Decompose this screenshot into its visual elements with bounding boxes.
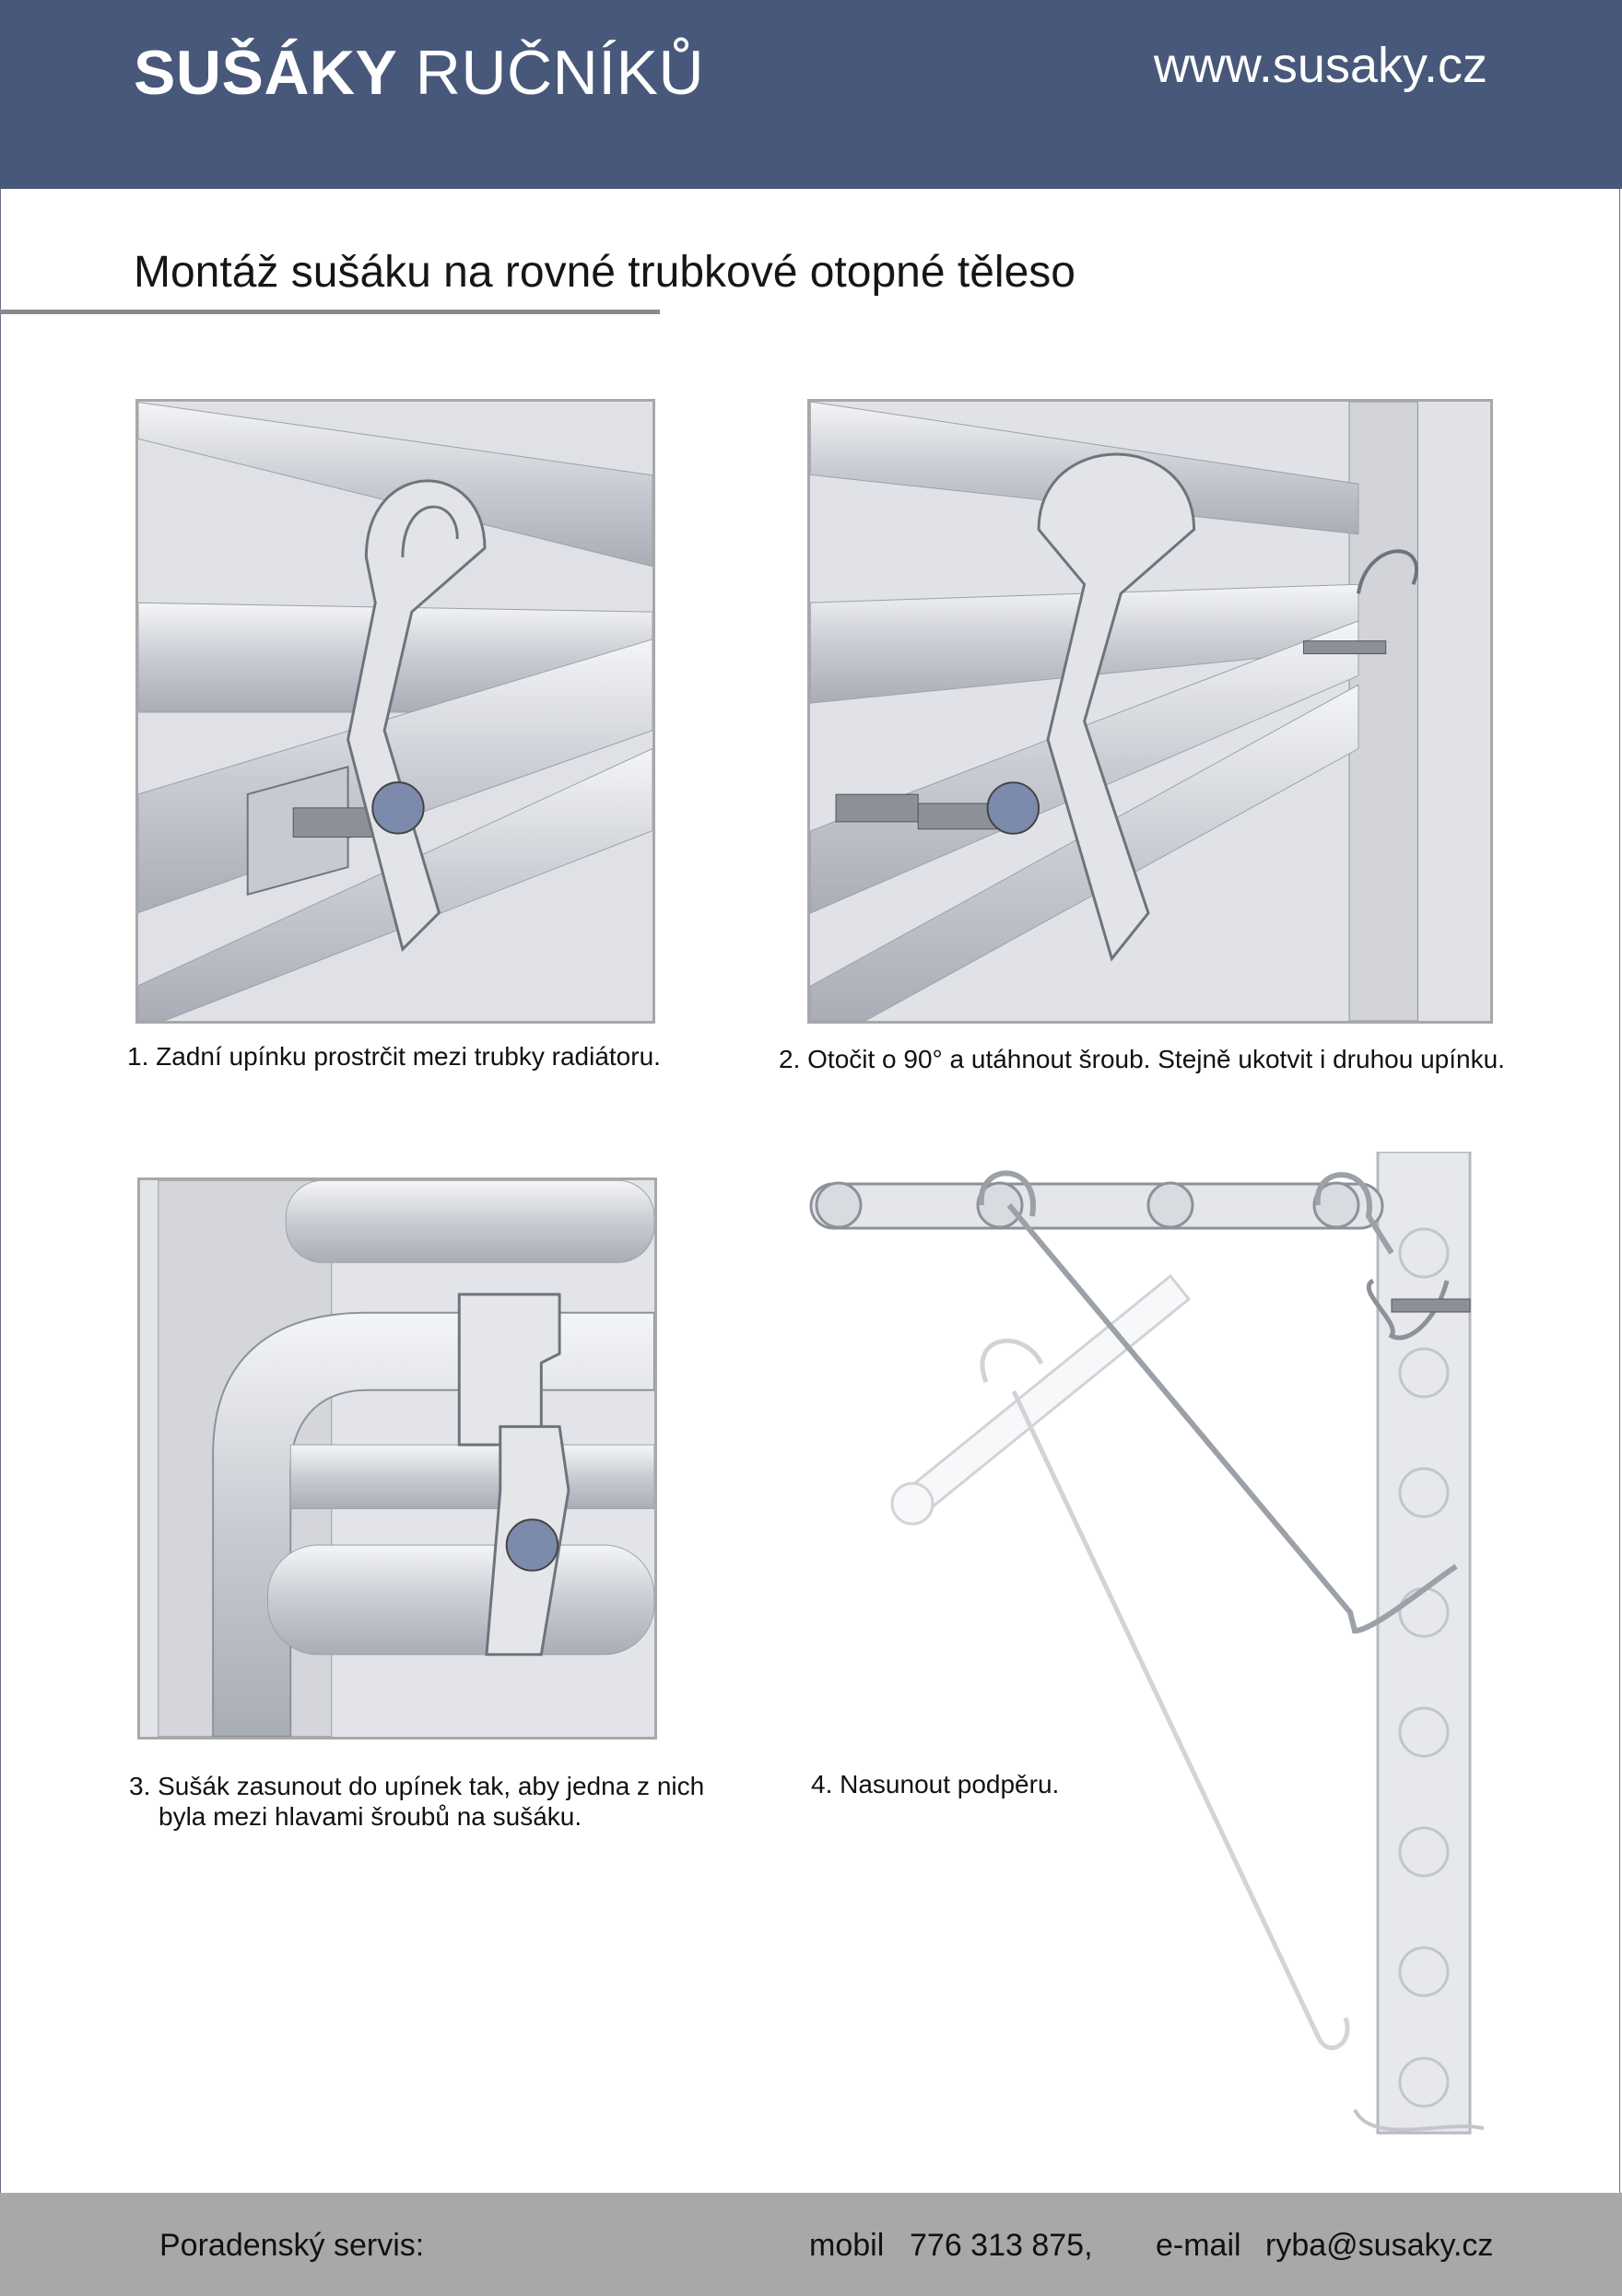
footer-email-label: e-mail (1156, 2228, 1241, 2263)
step1-caption-line1: 1. Zadní upínku prostrčit mezi trubky ra… (127, 1042, 661, 1071)
website-link[interactable]: www.susaky.cz (1153, 38, 1487, 93)
step3-drawing (140, 1180, 654, 1737)
step3-illustration (137, 1177, 657, 1740)
step2-caption-line1: 2. Otočit o 90° a utáhnout šroub. Stejně… (779, 1045, 1505, 1073)
step4-caption-line1: 4. Nasunout podpěru. (811, 1770, 1060, 1798)
step3-caption-line2: byla mezi hlavami šroubů na sušáku. (159, 1802, 582, 1831)
step1-drawing (138, 402, 652, 1021)
step3-caption: 3. Sušák zasunout do upínek tak, aby jed… (129, 1771, 704, 1832)
step2-drawing (810, 402, 1490, 1021)
step2-illustration (807, 399, 1493, 1024)
title-underline (0, 310, 660, 314)
footer-mobile-number[interactable]: 776 313 875, (910, 2228, 1093, 2263)
page-header: SUŠÁKY RUČNÍKŮ www.susaky.cz (0, 0, 1622, 189)
step1-illustration (135, 399, 655, 1024)
page-footer: Poradenský servis: mobil 776 313 875, e-… (0, 2193, 1622, 2296)
step4-drawing (809, 1150, 1485, 2135)
step4-caption: 4. Nasunout podpěru. (811, 1769, 1059, 1799)
step1-caption: 1. Zadní upínku prostrčit mezi trubky ra… (127, 1041, 661, 1072)
footer-email-address[interactable]: ryba@susaky.cz (1265, 2228, 1494, 2263)
brand-light-text: RUČNÍKŮ (415, 38, 705, 108)
step4-illustration (802, 1150, 1485, 2147)
brand-bold-text: SUŠÁKY (134, 38, 398, 108)
step3-caption-line1: 3. Sušák zasunout do upínek tak, aby jed… (129, 1772, 705, 1800)
footer-service-label: Poradenský servis: (159, 2228, 425, 2263)
footer-mobile-label: mobil (809, 2228, 885, 2263)
brand-logo: SUŠÁKY RUČNÍKŮ (134, 37, 704, 109)
page-title: Montáž sušáku na rovné trubkové otopné t… (134, 248, 1075, 297)
step2-caption: 2. Otočit o 90° a utáhnout šroub. Stejně… (779, 1044, 1505, 1074)
